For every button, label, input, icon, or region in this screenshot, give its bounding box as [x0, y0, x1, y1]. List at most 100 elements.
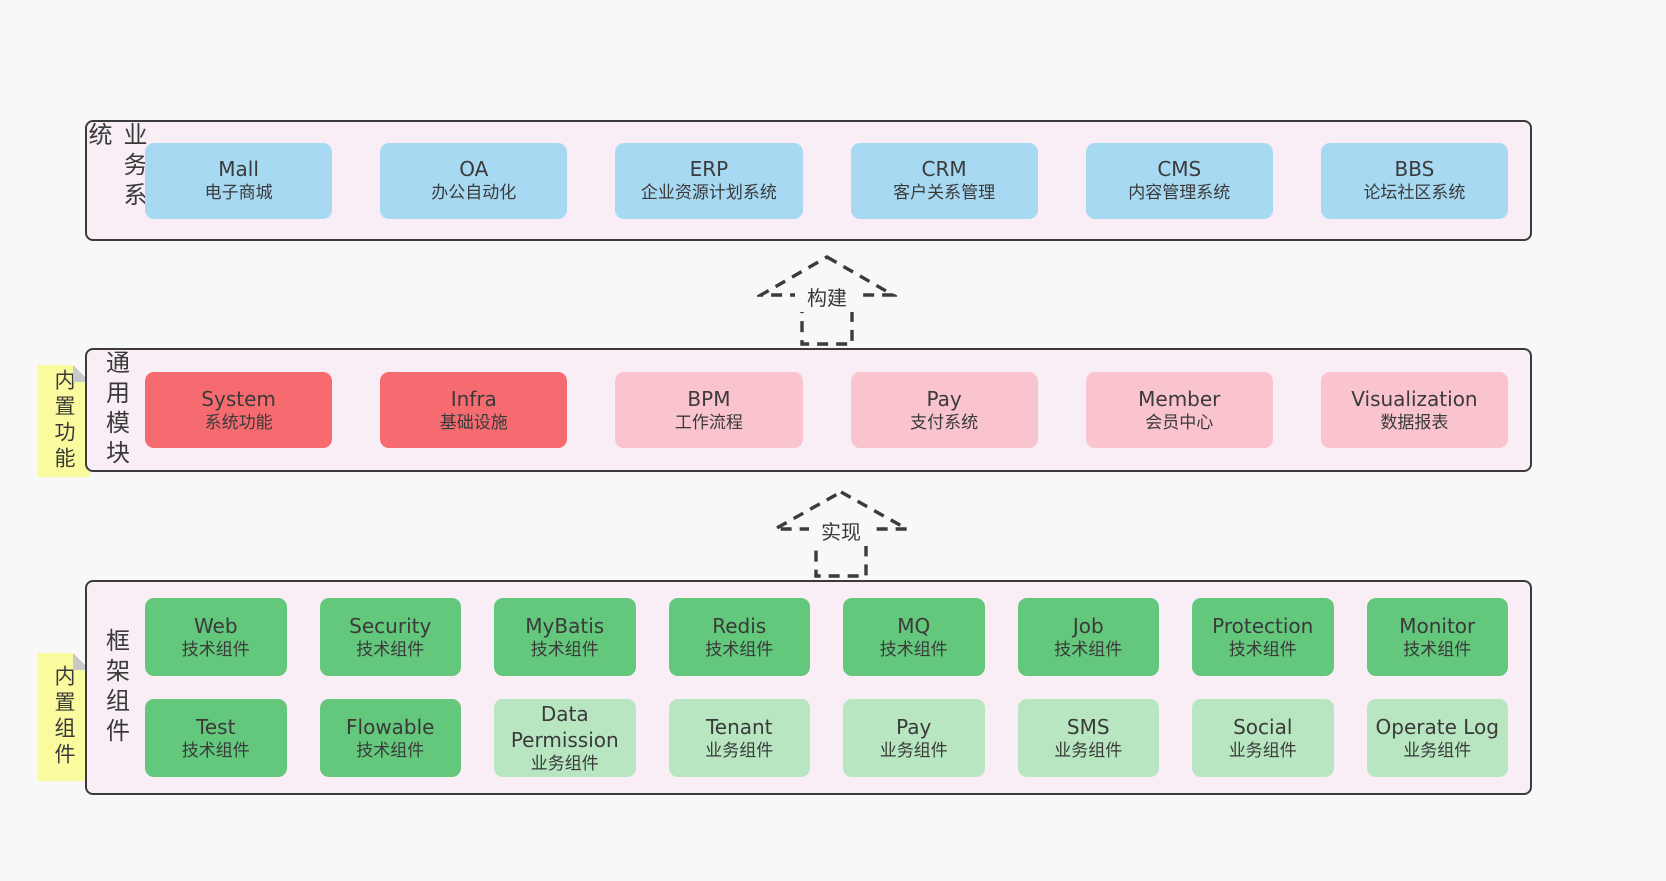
- box-desc: 业务组件: [530, 753, 599, 774]
- box-mall: Mall 电子商城: [145, 142, 333, 219]
- box-web: Web 技术组件: [145, 598, 287, 676]
- box-desc: 数据报表: [1380, 412, 1449, 433]
- dashed-up-arrow-shape: [757, 255, 897, 346]
- box-name: CMS: [1157, 157, 1202, 182]
- box-name: Member: [1138, 386, 1221, 411]
- build-arrow: 构建: [757, 253, 897, 348]
- box-name: Visualization: [1351, 386, 1478, 411]
- box-cms: CMS 内容管理系统: [1085, 142, 1273, 219]
- box-oa: OA 办公自动化: [380, 142, 568, 219]
- box-name: SMS: [1066, 714, 1110, 739]
- component-rows: Web 技术组件 Security 技术组件 MyBatis 技术组件 Redi…: [145, 598, 1530, 777]
- box-desc: 技术组件: [356, 740, 425, 761]
- box-name: Security: [349, 613, 432, 638]
- box-desc: 企业资源计划系统: [640, 183, 777, 204]
- arrow-label-bg: [809, 518, 873, 546]
- box-mybatis: MyBatis 技术组件: [494, 598, 636, 676]
- box-name: BBS: [1394, 157, 1435, 182]
- box-name: Flowable: [346, 714, 435, 739]
- box-visualization: Visualization 数据报表: [1320, 372, 1509, 448]
- box-monitor: Monitor 技术组件: [1366, 598, 1508, 676]
- band-label-business-systems: 业务系统: [84, 122, 147, 212]
- sticky-note-label: 内置组件: [52, 665, 76, 769]
- box-desc: 技术组件: [1228, 639, 1297, 660]
- box-desc: 基础设施: [439, 412, 508, 433]
- box-name: Job: [1072, 613, 1104, 638]
- box-desc: 技术组件: [530, 639, 599, 660]
- box-name: OA: [459, 157, 489, 182]
- box-bbs: BBS 论坛社区系统: [1320, 142, 1509, 219]
- box-name: System: [201, 386, 276, 411]
- box-member: Member 会员中心: [1085, 372, 1273, 448]
- sticky-note-label: 内置功能: [52, 369, 76, 473]
- box-sms: SMS 业务组件: [1017, 699, 1159, 777]
- box-name: Test: [196, 714, 236, 739]
- box-operate-log: Operate Log 业务组件: [1366, 699, 1508, 777]
- arrow-label-bg: [795, 284, 859, 312]
- band-framework-components: 框架组件 Web 技术组件 Security 技术组件 MyBatis 技术组件…: [85, 580, 1532, 795]
- box-bpm: BPM 工作流程: [615, 372, 803, 448]
- box-name: Protection: [1212, 613, 1314, 638]
- box-desc: 支付系统: [910, 412, 979, 433]
- box-infra: Infra 基础设施: [380, 372, 568, 448]
- box-desc: 技术组件: [1054, 639, 1123, 660]
- box-system: System 系统功能: [145, 372, 333, 448]
- box-name: Pay: [926, 386, 962, 411]
- band-label-common-modules: 通用模块: [101, 350, 130, 470]
- box-desc: 业务组件: [1403, 740, 1472, 761]
- box-desc: 技术组件: [705, 639, 774, 660]
- box-name: Infra: [450, 386, 497, 411]
- box-test: Test 技术组件: [145, 699, 287, 777]
- box-desc: 业务组件: [1054, 740, 1123, 761]
- box-desc: 会员中心: [1145, 412, 1214, 433]
- box-social: Social 业务组件: [1192, 699, 1334, 777]
- box-redis: Redis 技术组件: [668, 598, 810, 676]
- component-row-2: Test 技术组件 Flowable 技术组件 Data Permission …: [145, 699, 1508, 777]
- box-desc: 电子商城: [204, 183, 273, 204]
- box-name: Redis: [712, 613, 767, 638]
- box-desc: 办公自动化: [431, 183, 517, 204]
- box-desc: 技术组件: [1403, 639, 1472, 660]
- box-desc: 内容管理系统: [1128, 183, 1231, 204]
- box-desc: 技术组件: [356, 639, 425, 660]
- box-name: Pay: [896, 714, 932, 739]
- box-erp: ERP 企业资源计划系统: [615, 142, 803, 219]
- sticky-note-builtin-features: 内置功能: [38, 365, 90, 477]
- component-row-1: Web 技术组件 Security 技术组件 MyBatis 技术组件 Redi…: [145, 598, 1508, 676]
- box-flowable: Flowable 技术组件: [319, 699, 461, 777]
- implement-arrow: 实现: [771, 488, 911, 580]
- box-name: Web: [193, 613, 238, 638]
- box-name: ERP: [689, 157, 729, 182]
- box-name: MyBatis: [525, 613, 605, 638]
- band-common-modules: 通用模块 System 系统功能 Infra 基础设施 BPM 工作流程 Pay…: [85, 348, 1532, 472]
- dashed-up-arrow-shape: [771, 490, 911, 578]
- module-boxes: System 系统功能 Infra 基础设施 BPM 工作流程 Pay 支付系统…: [145, 372, 1530, 448]
- box-name: BPM: [687, 386, 731, 411]
- box-job: Job 技术组件: [1017, 598, 1159, 676]
- box-name: Social: [1233, 714, 1293, 739]
- business-boxes: Mall 电子商城 OA 办公自动化 ERP 企业资源计划系统 CRM 客户关系…: [145, 142, 1530, 219]
- box-data-permission: Data Permission 业务组件: [494, 699, 636, 777]
- box-mq: MQ 技术组件: [843, 598, 985, 676]
- box-desc: 业务组件: [879, 740, 948, 761]
- build-arrow-label: 构建: [807, 286, 847, 310]
- box-protection: Protection 技术组件: [1192, 598, 1334, 676]
- box-security: Security 技术组件: [319, 598, 461, 676]
- box-name: Tenant: [705, 714, 773, 739]
- box-desc: 业务组件: [1228, 740, 1297, 761]
- band-label-framework-components: 框架组件: [101, 627, 130, 748]
- box-desc: 技术组件: [181, 740, 250, 761]
- box-desc: 工作流程: [674, 412, 743, 433]
- box-desc: 技术组件: [181, 639, 250, 660]
- box-desc: 业务组件: [705, 740, 774, 761]
- box-crm: CRM 客户关系管理: [850, 142, 1038, 219]
- box-pay-module: Pay 支付系统: [850, 372, 1038, 448]
- implement-arrow-label: 实现: [821, 520, 861, 544]
- box-desc: 客户关系管理: [893, 183, 996, 204]
- box-desc: 系统功能: [204, 412, 273, 433]
- box-name: CRM: [921, 157, 967, 182]
- box-desc: 论坛社区系统: [1363, 183, 1466, 204]
- band-business-systems: 业务系统 Mall 电子商城 OA 办公自动化 ERP 企业资源计划系统 CRM…: [84, 120, 1532, 241]
- box-name: MQ: [897, 613, 931, 638]
